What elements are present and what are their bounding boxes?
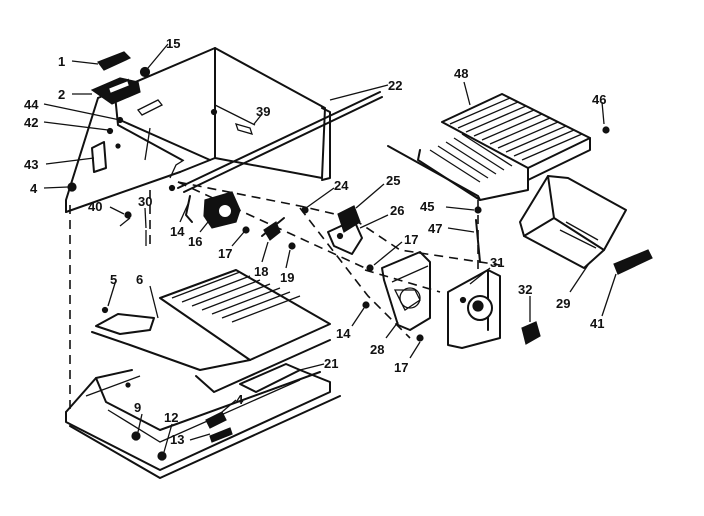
callout-19: 19 (280, 270, 294, 285)
lower-pan (91, 269, 331, 393)
callout-24: 24 (334, 178, 349, 193)
callout-15: 15 (166, 36, 180, 51)
callout-29: 29 (556, 296, 570, 311)
callout-46: 46 (592, 92, 606, 107)
callout-40: 40 (88, 199, 102, 214)
storage-pan (519, 175, 653, 275)
callout-6: 6 (136, 272, 143, 287)
fasteners (67, 116, 124, 192)
callout-30: 30 (138, 194, 152, 209)
callout-14a: 14 (170, 224, 185, 239)
callout-42: 42 (24, 115, 38, 130)
callout-44: 44 (24, 97, 39, 112)
callout-13: 13 (170, 432, 184, 447)
base-frame (65, 369, 341, 479)
callout-5: 5 (110, 272, 117, 287)
callout-1: 1 (58, 54, 65, 69)
callout-25: 25 (386, 173, 400, 188)
callout-12: 12 (164, 410, 178, 425)
callout-4a: 4 (30, 181, 38, 196)
callout-31: 31 (490, 255, 504, 270)
callout-21: 21 (324, 356, 338, 371)
callout-41: 41 (590, 316, 604, 331)
callout-47: 47 (428, 221, 442, 236)
callout-48: 48 (454, 66, 468, 81)
callout-45: 45 (420, 199, 434, 214)
handle-parts (90, 51, 151, 105)
divider-bar (177, 91, 383, 193)
callout-17c: 17 (394, 360, 408, 375)
callout-9: 9 (134, 400, 141, 415)
fan-motor (119, 191, 296, 250)
callout-26: 26 (390, 203, 404, 218)
upper-housing (65, 47, 331, 213)
callout-4b: 4 (236, 392, 244, 407)
leader-lines (43, 43, 617, 453)
callout-17a: 17 (404, 232, 418, 247)
callout-14b: 14 (336, 326, 351, 341)
callout-43: 43 (24, 157, 38, 172)
callout-17b: 17 (218, 246, 232, 261)
callout-18: 18 (254, 264, 268, 279)
shelf (387, 93, 610, 263)
callout-2: 2 (58, 87, 65, 102)
callout-22: 22 (388, 78, 402, 93)
callout-32: 32 (518, 282, 532, 297)
damper-bracket (301, 205, 374, 272)
fan-housing (362, 251, 431, 342)
callout-28: 28 (370, 342, 384, 357)
callout-16: 16 (188, 234, 202, 249)
callout-39: 39 (256, 104, 270, 119)
callout-labels: 1 15 2 22 48 46 44 42 39 43 4 24 25 40 3… (24, 36, 606, 447)
